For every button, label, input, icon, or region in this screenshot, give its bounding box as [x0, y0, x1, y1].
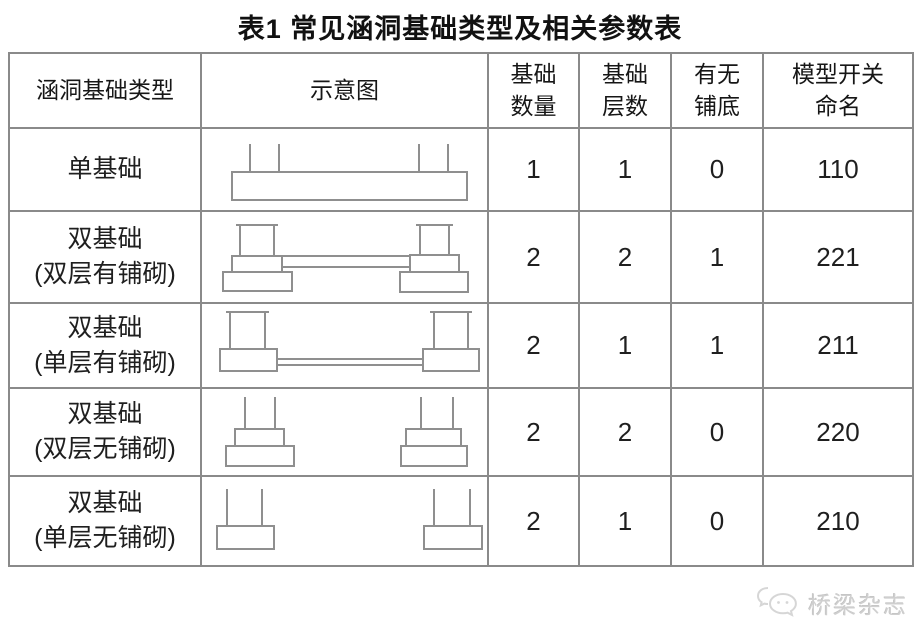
foundation-layers-value: 1	[578, 302, 672, 389]
double-foundation-two-layer-paved-schematic-icon	[222, 224, 469, 293]
foundation-count-value: 2	[487, 387, 580, 477]
col-header-foundation-layers: 基础 层数	[578, 52, 672, 129]
watermark: 桥梁杂志	[754, 583, 908, 623]
foundation-type-label: 双基础 (双层无铺砌)	[8, 387, 202, 477]
foundation-layers-value: 2	[578, 387, 672, 477]
page-title: 表1 常见涵洞基础类型及相关参数表	[237, 14, 683, 44]
foundation-layers-value: 1	[578, 127, 672, 212]
model-switch-name-value: 220	[762, 387, 914, 477]
col-header-paving: 有无 铺底	[670, 52, 764, 129]
paving-flag-value: 0	[670, 127, 764, 212]
paving-flag-value: 0	[670, 387, 764, 477]
model-switch-name-value: 110	[762, 127, 914, 212]
foundation-count-value: 2	[487, 302, 580, 389]
culvert-foundation-table: 涵洞基础类型 示意图 基础 数量 基础 层数 有无 铺底 模型开关 命名 单基础…	[8, 52, 914, 567]
double-foundation-one-layer-paved-schematic-icon	[219, 311, 480, 372]
paving-flag-value: 0	[670, 475, 764, 567]
single-foundation-schematic-icon	[231, 144, 468, 201]
foundation-type-label: 双基础 (单层无铺砌)	[8, 475, 202, 567]
table-row: 双基础 (单层有铺砌) 2 1 1 211	[8, 302, 914, 389]
model-switch-name-value: 211	[762, 302, 914, 389]
table-header-row: 涵洞基础类型 示意图 基础 数量 基础 层数 有无 铺底 模型开关 命名	[8, 52, 914, 129]
col-header-schematic: 示意图	[200, 52, 489, 129]
table-row: 单基础 1 1 0 110	[8, 127, 914, 212]
foundation-layers-value: 1	[578, 475, 672, 567]
table-row: 双基础 (双层无铺砌) 2 2 0 220	[8, 387, 914, 477]
foundation-count-value: 2	[487, 475, 580, 567]
col-header-foundation-type: 涵洞基础类型	[8, 52, 202, 129]
foundation-count-value: 1	[487, 127, 580, 212]
paving-flag-value: 1	[670, 210, 764, 304]
model-switch-name-value: 221	[762, 210, 914, 304]
chat-bubbles-icon	[756, 587, 797, 617]
paving-flag-value: 1	[670, 302, 764, 389]
col-header-foundation-count: 基础 数量	[487, 52, 580, 129]
model-switch-name-value: 210	[762, 475, 914, 567]
foundation-type-label: 双基础 (双层有铺砌)	[8, 210, 202, 304]
col-header-model-switch-name: 模型开关 命名	[762, 52, 914, 129]
table-row: 双基础 (单层无铺砌) 2 1 0 210	[8, 475, 914, 567]
double-foundation-one-layer-unpaved-schematic-icon	[216, 489, 483, 550]
foundation-layers-value: 2	[578, 210, 672, 304]
foundation-type-label: 单基础	[8, 127, 202, 212]
foundation-type-label: 双基础 (单层有铺砌)	[8, 302, 202, 389]
watermark-label: 桥梁杂志	[808, 592, 908, 618]
table-row: 双基础 (双层有铺砌) 2 2 1 221	[8, 210, 914, 304]
foundation-count-value: 2	[487, 210, 580, 304]
double-foundation-two-layer-unpaved-schematic-icon	[225, 397, 468, 467]
